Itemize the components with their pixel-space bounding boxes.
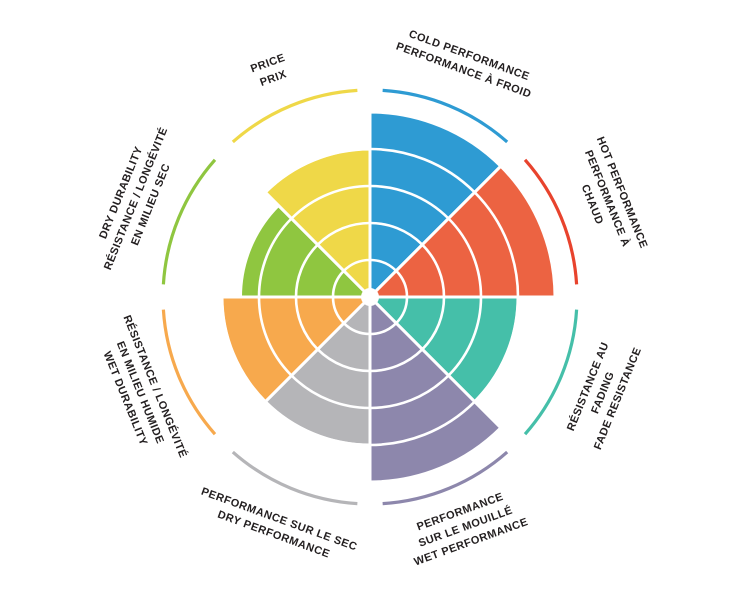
outer-arc-wet-durability xyxy=(161,309,217,436)
ring-2 xyxy=(294,221,446,373)
wedge-dry-durability xyxy=(239,203,372,299)
ring-4 xyxy=(220,147,520,447)
outer-arc-hot-performance xyxy=(523,158,579,285)
wedge-wet-performance xyxy=(368,295,503,484)
outer-arc-dry-durability xyxy=(161,158,217,285)
outer-arc-wet-performance xyxy=(382,450,509,506)
outer-arc-fade-resistance xyxy=(523,309,579,436)
wheel-hub xyxy=(361,288,379,306)
outer-arc-cold-performance xyxy=(382,88,509,144)
wedge-hot-performance xyxy=(368,164,557,299)
wedge-cold-performance xyxy=(368,110,503,299)
outer-arc-dry-performance xyxy=(231,450,358,506)
ring-1 xyxy=(331,258,409,336)
ring-3 xyxy=(257,184,483,410)
outer-arc-price xyxy=(231,88,358,144)
